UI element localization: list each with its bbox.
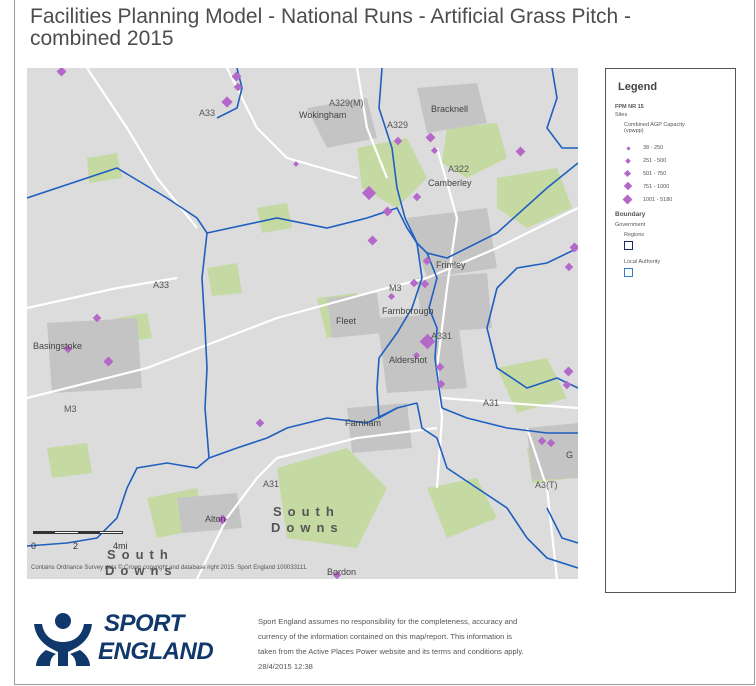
sport-england-logo: SPORT ENGLAND <box>32 610 232 670</box>
road-label-a31-east: A31 <box>483 398 500 408</box>
road-label-a31-south: A31 <box>263 479 280 489</box>
legend-government: Government <box>615 222 646 228</box>
sport-england-emblem-icon <box>34 613 92 666</box>
legend-boundary: Boundary <box>615 211 646 218</box>
legend-class-5: 1001 - 5180 <box>643 197 673 203</box>
legend-regions-swatch <box>624 241 633 250</box>
legend-capacity-unit: (vpwpp) <box>624 128 644 134</box>
road-label-a3t: A3(T) <box>535 480 558 490</box>
legend-title: Legend <box>618 81 658 93</box>
legend-diamond-5 <box>622 194 633 205</box>
area-label-downs-2: Downs <box>105 563 178 578</box>
logo-text-england: ENGLAND <box>98 638 214 665</box>
place-label-farnham: Farnham <box>345 418 382 428</box>
scale-bar <box>33 531 123 539</box>
place-label-basingstoke: Basingstoke <box>33 341 83 351</box>
map-graphic <box>27 68 578 579</box>
legend-class-1: 38 - 250 <box>643 145 664 151</box>
legend-sites: Sites <box>615 112 628 118</box>
timestamp: 28/4/2015 12:38 <box>258 662 313 671</box>
legend-local-authority-swatch <box>624 268 633 277</box>
map-attribution: Contains Ordnance Survey data © Crown co… <box>31 565 308 571</box>
disclaimer-line-3: taken from the Active Places Power websi… <box>258 647 524 656</box>
legend-class-2: 251 - 500 <box>643 158 667 164</box>
scale-label-0: 0 <box>31 541 37 551</box>
disclaimer: Sport England assumes no responsibility … <box>258 614 578 674</box>
legend-regions: Regions <box>624 232 645 238</box>
legend-diamond-4 <box>623 181 633 191</box>
disclaimer-line-1: Sport England assumes no responsibility … <box>258 617 518 626</box>
legend-diamond-3 <box>623 169 632 178</box>
scale-label-4mi: 4mi <box>113 541 128 551</box>
place-label-bordon: Bordon <box>327 567 357 577</box>
place-label-camberley: Camberley <box>428 178 472 188</box>
legend-diamond-1 <box>626 146 631 151</box>
road-label-a329m: A329(M) <box>329 98 364 108</box>
legend-class-4: 751 - 1000 <box>643 184 670 190</box>
legend-diamond-2 <box>625 158 631 164</box>
boundaries <box>27 68 578 569</box>
road-label-a331: A331 <box>431 331 453 341</box>
logo-text-sport: SPORT <box>104 610 184 637</box>
legend-local-authority: Local Authority <box>624 259 661 265</box>
road-label-a329: A329 <box>387 120 409 130</box>
map-view[interactable]: Wokingham Bracknell Camberley Frimley Fa… <box>27 68 578 579</box>
road-label-a33-north: A33 <box>199 108 216 118</box>
page-title: Facilities Planning Model - National Run… <box>30 5 632 50</box>
legend-layer: FPM NR 15 <box>615 104 644 110</box>
road-label-m3-west: M3 <box>64 404 77 414</box>
roads <box>27 68 578 579</box>
place-label-frimley: Frimley <box>436 260 466 270</box>
legend-capacity-title: Combined AGP Capacity <box>624 122 685 128</box>
area-label-south: South <box>273 504 340 519</box>
place-label-aldershot: Aldershot <box>389 355 428 365</box>
legend-panel: Legend FPM NR 15 Sites Combined AGP Capa… <box>605 68 736 593</box>
road-label-m3-east: M3 <box>389 283 402 293</box>
place-label-fleet: Fleet <box>336 316 357 326</box>
area-label-south-2: South <box>107 547 174 562</box>
place-label-alton: Alton <box>205 514 226 524</box>
place-label-farnborough: Farnborough <box>382 306 434 316</box>
area-label-downs: Downs <box>271 520 344 535</box>
page-frame <box>14 0 755 685</box>
place-label-wokingham: Wokingham <box>299 110 347 120</box>
place-label-bracknell: Bracknell <box>431 104 469 114</box>
place-label-partial: G <box>566 450 574 460</box>
legend-class-3: 501 - 750 <box>643 171 667 177</box>
road-label-a33-west: A33 <box>153 280 170 290</box>
scale-label-2: 2 <box>73 541 79 551</box>
disclaimer-line-2: currency of the information contained on… <box>258 632 512 641</box>
road-label-a322: A322 <box>448 164 470 174</box>
